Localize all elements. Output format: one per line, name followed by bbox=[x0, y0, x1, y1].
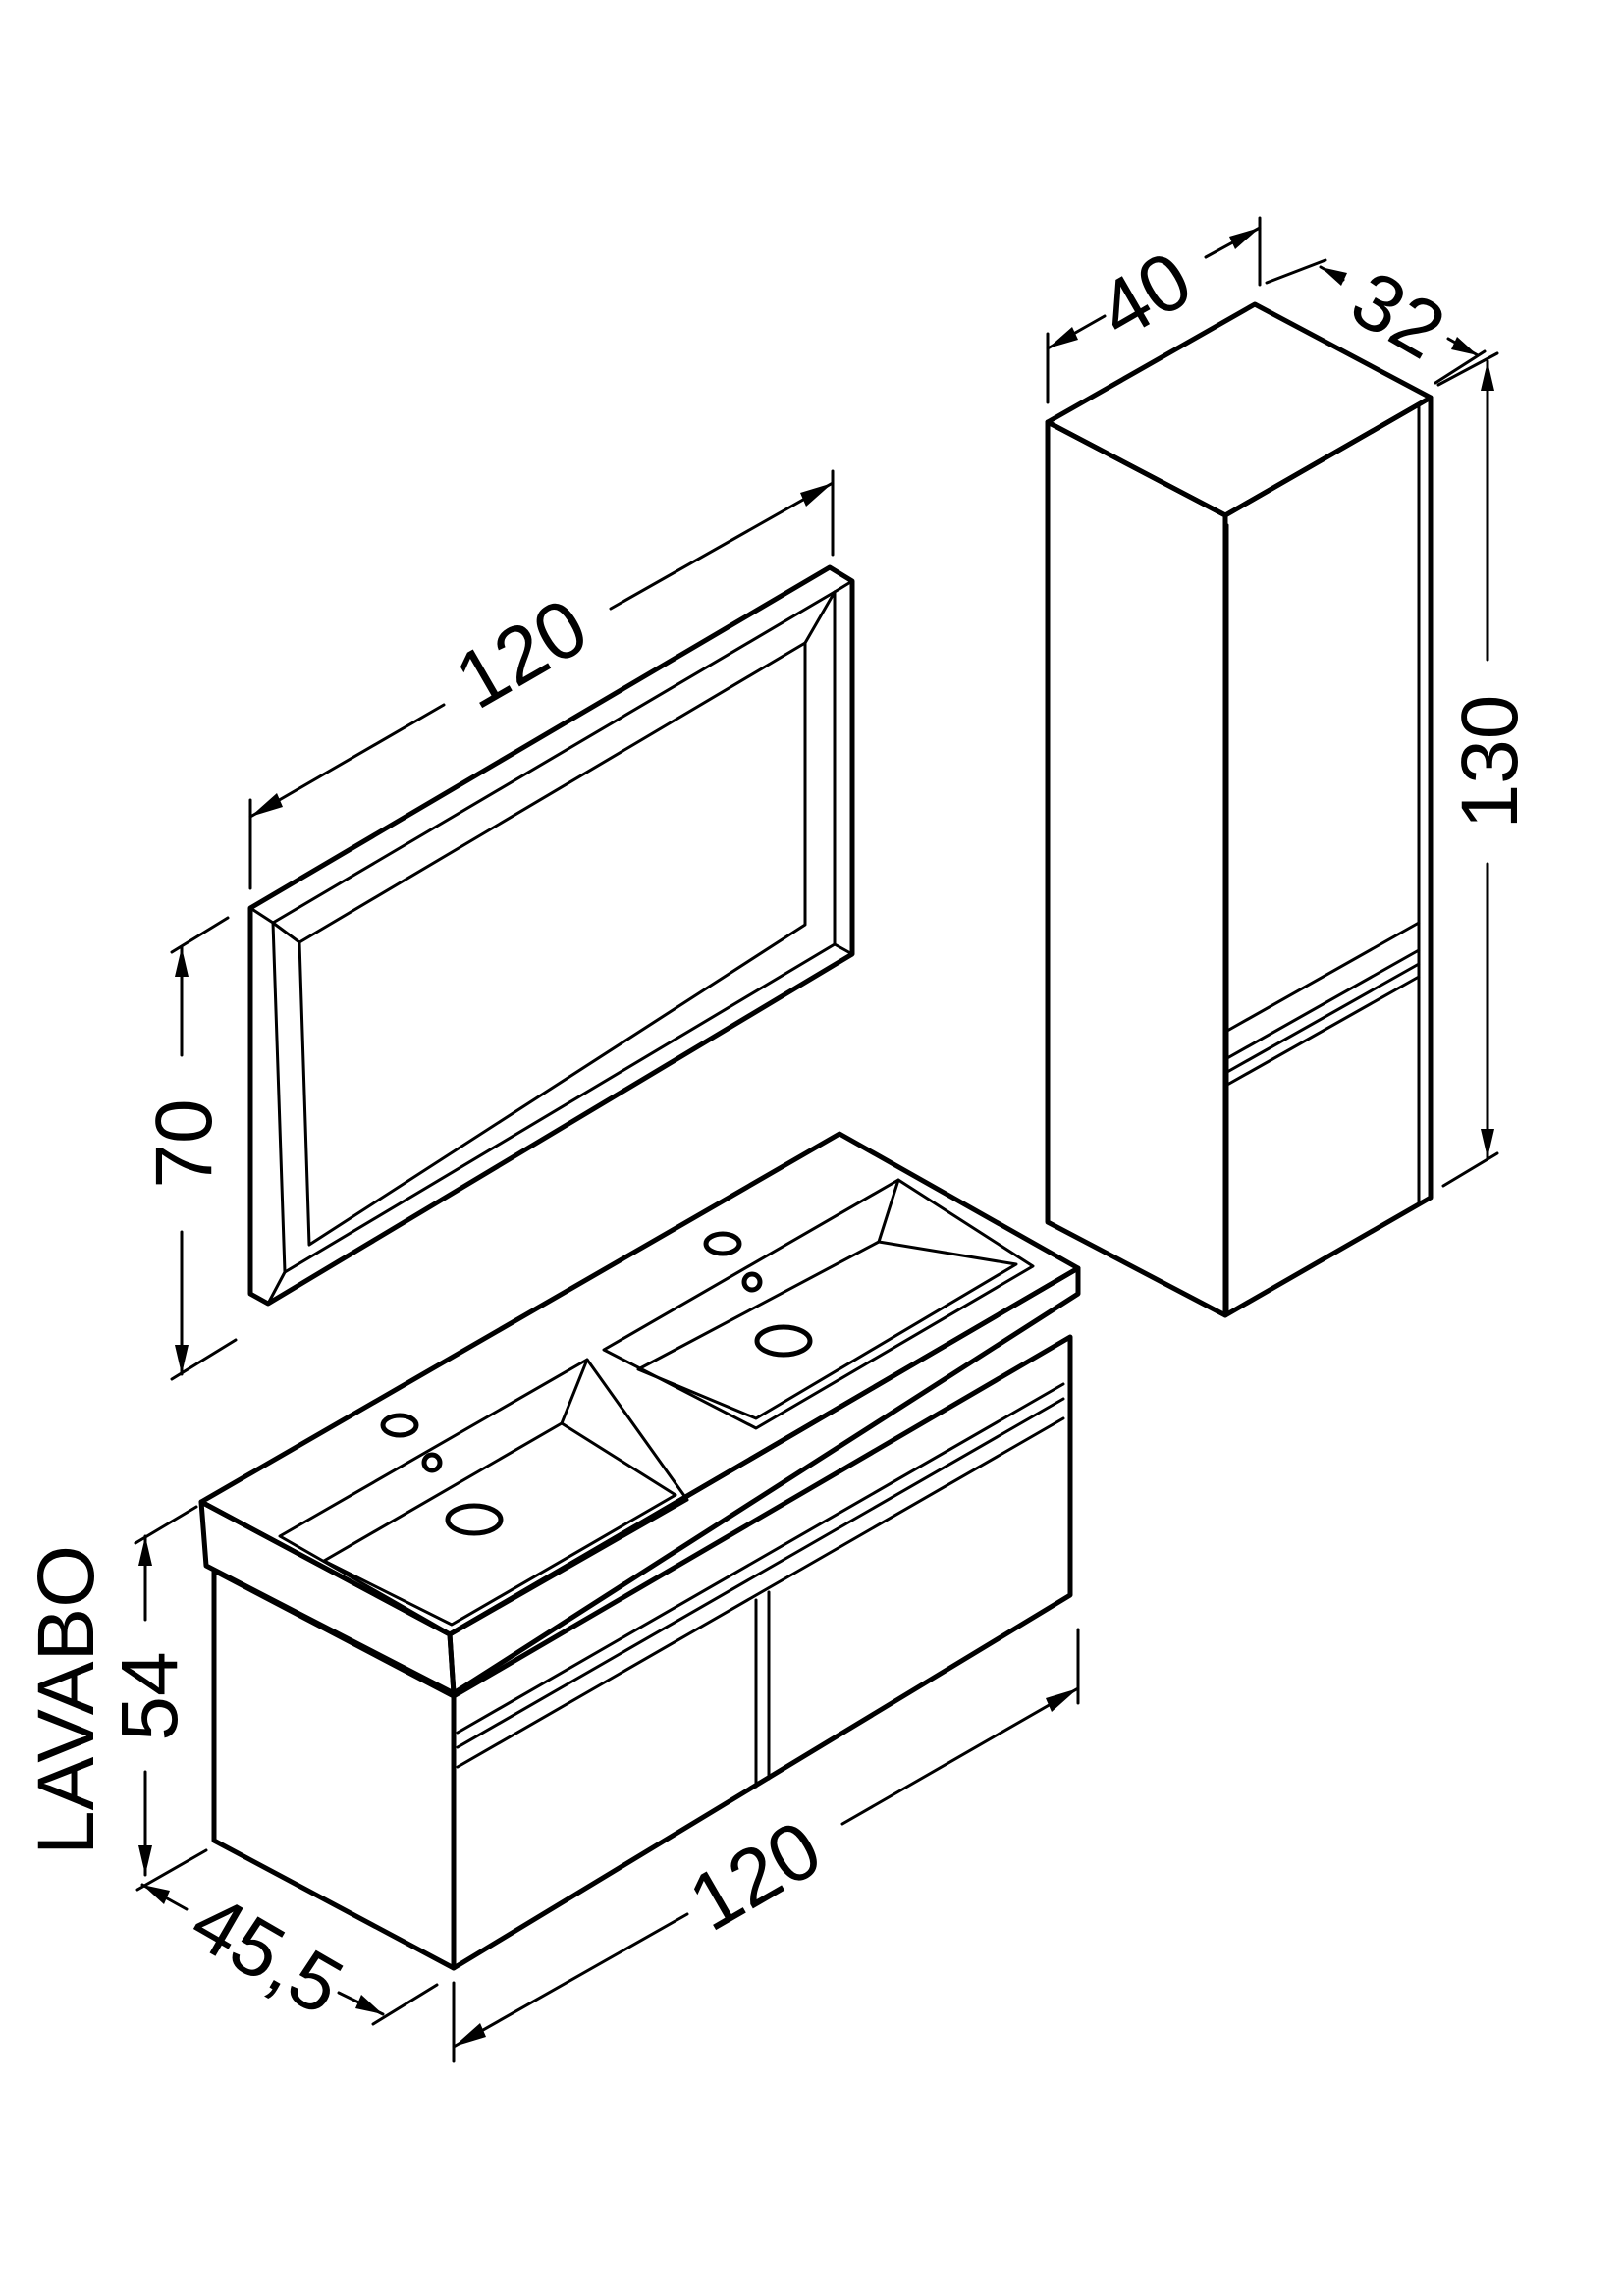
cabinet-door-split bbox=[1225, 975, 1421, 1087]
mirror-height-label: 70 bbox=[139, 1098, 229, 1188]
extension-line bbox=[1265, 258, 1327, 285]
arrow-head bbox=[1321, 267, 1347, 286]
mirror-bevel-line bbox=[833, 942, 854, 956]
cabinet-width-dimension: 40 bbox=[1046, 216, 1262, 404]
vanity-handle-groove bbox=[456, 1382, 1065, 1735]
dimension-line bbox=[840, 1686, 1080, 1826]
extension-line bbox=[1434, 349, 1487, 385]
cabinet-door-split bbox=[1225, 921, 1421, 1033]
cabinet-front bbox=[1222, 395, 1434, 1318]
right-drain bbox=[754, 1324, 813, 1358]
mirror-width-dimension: 120 bbox=[248, 469, 835, 890]
arrow-head bbox=[1481, 361, 1494, 391]
vanity-name-label: LAVABO bbox=[22, 1545, 111, 1855]
tall-cabinet bbox=[1045, 301, 1434, 1318]
arrow-head bbox=[138, 1536, 152, 1566]
countertop-top bbox=[198, 1131, 1081, 1637]
vanity-width-label: 120 bbox=[675, 1804, 836, 1949]
arrow-head bbox=[1048, 327, 1078, 348]
countertop-side bbox=[198, 1499, 457, 1696]
cabinet-width-label: 40 bbox=[1084, 235, 1206, 356]
arrow-head bbox=[1046, 1688, 1078, 1712]
vanity-front bbox=[451, 1334, 1073, 1971]
basin-edge bbox=[877, 1178, 900, 1244]
mirror-bevel-line bbox=[833, 579, 854, 594]
arrow-head bbox=[175, 1345, 189, 1374]
cabinet-side bbox=[1045, 419, 1228, 1318]
mirror-width-label: 120 bbox=[441, 582, 602, 726]
arrow-head bbox=[1481, 1129, 1494, 1158]
extension-line bbox=[134, 1505, 198, 1545]
arrow-head bbox=[454, 2023, 486, 2047]
mirror-bevel-line bbox=[248, 906, 275, 925]
mirror-frame-inner bbox=[271, 590, 837, 1274]
right-overflow-hole bbox=[741, 1271, 763, 1293]
right-basin-rim bbox=[602, 1178, 1035, 1430]
arrow-head bbox=[138, 1845, 152, 1875]
left-tap-hole bbox=[380, 1413, 419, 1438]
arrow-head bbox=[175, 947, 189, 977]
vanity-handle-groove bbox=[456, 1397, 1065, 1749]
cabinet-depth-dimension: 32 bbox=[1265, 254, 1487, 385]
mirror-height-dimension: 70 bbox=[139, 916, 238, 1381]
cabinet-height-label: 130 bbox=[1445, 695, 1535, 829]
left-drain bbox=[445, 1503, 504, 1536]
mirror-glass bbox=[298, 641, 807, 1247]
left-basin-bowl bbox=[322, 1421, 677, 1627]
extension-line bbox=[135, 1848, 208, 1892]
right-tap-hole bbox=[703, 1231, 742, 1256]
mirror bbox=[247, 564, 855, 1307]
arrow-head bbox=[355, 1995, 383, 2014]
vanity-drawer-top bbox=[456, 1416, 1065, 1769]
arrow-head bbox=[142, 1885, 170, 1904]
arrow-head bbox=[250, 793, 283, 817]
dimension-line bbox=[452, 1912, 689, 2049]
vanity-height-label: 54 bbox=[105, 1651, 194, 1740]
extension-line bbox=[371, 1983, 439, 2026]
extension-line bbox=[170, 1338, 238, 1381]
extension-line bbox=[1436, 351, 1499, 387]
right-basin-bowl bbox=[636, 1240, 1018, 1420]
cabinet-height-dimension: 130 bbox=[1436, 351, 1535, 1188]
arrow-head bbox=[1229, 228, 1260, 249]
mirror-bevel-line bbox=[803, 590, 837, 645]
basin-edge bbox=[560, 1358, 589, 1425]
cabinet-handle-groove bbox=[1225, 962, 1421, 1074]
vanity bbox=[198, 1131, 1081, 1971]
dimension-line bbox=[609, 481, 835, 611]
arrow-head bbox=[800, 483, 833, 507]
dimension-line bbox=[248, 703, 446, 819]
left-basin-rim bbox=[278, 1358, 689, 1636]
mirror-bevel-line bbox=[266, 1270, 287, 1306]
vanity-height-dimension: 54 LAVABO bbox=[22, 1505, 198, 1877]
left-overflow-hole bbox=[421, 1452, 443, 1473]
mirror-bevel-line bbox=[271, 921, 301, 944]
arrow-head bbox=[1451, 337, 1478, 355]
extension-line bbox=[1441, 1151, 1499, 1188]
extension-line bbox=[170, 916, 230, 954]
cabinet-handle-groove bbox=[1225, 948, 1421, 1060]
